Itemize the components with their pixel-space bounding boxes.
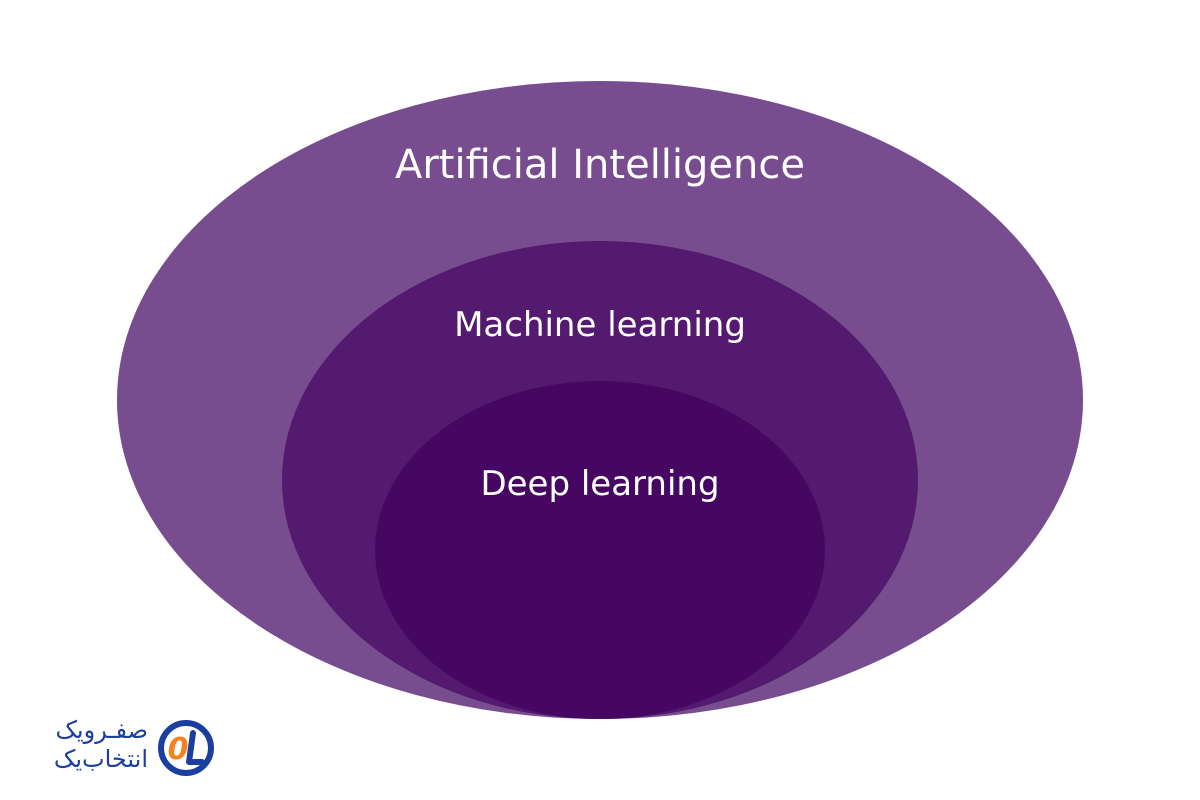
label-deep-learning: Deep learning xyxy=(480,464,719,504)
label-artificial-intelligence: Artificial Intelligence xyxy=(395,142,805,188)
label-machine-learning: Machine learning xyxy=(454,305,746,345)
ellipse-deep-learning xyxy=(375,381,825,719)
logo-mark-icon: 0 xyxy=(158,720,214,776)
brand-logo: صفـرویک انتخاب‌یک 0 xyxy=(30,714,220,784)
svg-text:0: 0 xyxy=(168,732,189,767)
logo-text-line2: انتخاب‌یک xyxy=(53,745,148,773)
logo-text-line1: صفـرویک xyxy=(55,716,148,744)
